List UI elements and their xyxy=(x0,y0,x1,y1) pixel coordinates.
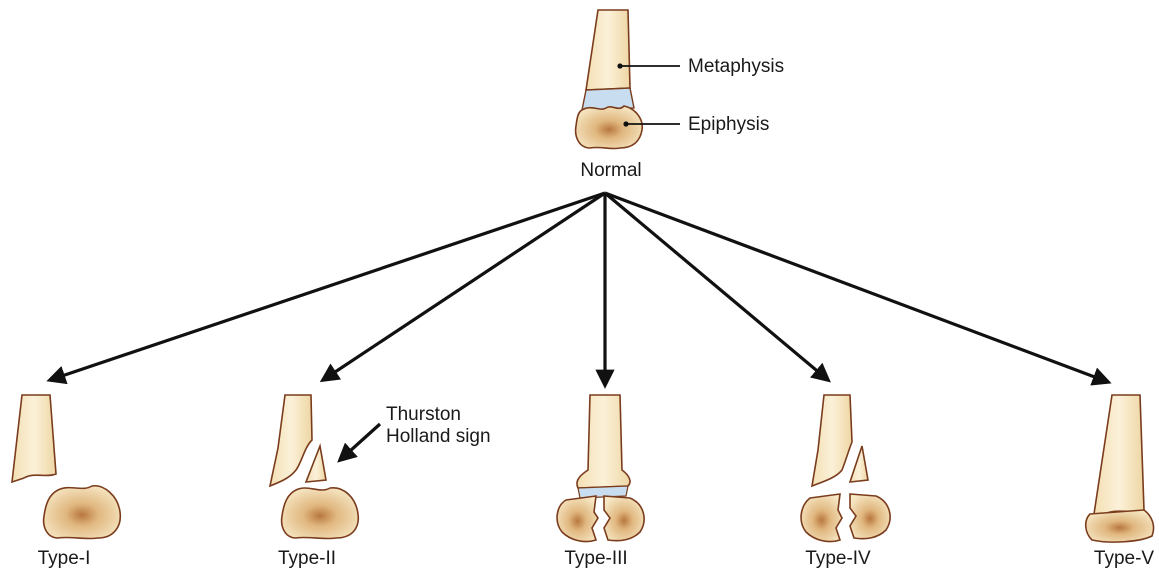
metaphysis-label: Metaphysis xyxy=(688,56,784,78)
thurston-holland-line1: Thurston xyxy=(386,404,491,426)
type-ii-label: Type-II xyxy=(278,548,336,570)
type-iv-shaft xyxy=(812,395,852,486)
type-iv-epiphysis-right xyxy=(850,494,890,539)
type-ii-shaft xyxy=(270,395,312,486)
normal-label: Normal xyxy=(580,160,641,182)
thurston-holland-fragment xyxy=(306,446,326,482)
type-iii-shaft xyxy=(577,395,630,488)
bone-type-v xyxy=(1086,395,1154,542)
type-iii-epiphysis-right xyxy=(604,496,644,541)
type-iv-metaphysis-fragment xyxy=(850,446,868,482)
type-i-epiphysis xyxy=(44,486,121,539)
type-iii-epiphysis-left xyxy=(557,496,598,542)
thurston-holland-label: Thurston Holland sign xyxy=(386,404,491,448)
normal-epiphysis xyxy=(576,106,643,149)
type-iv-label: Type-IV xyxy=(805,548,870,570)
type-i-shaft xyxy=(12,395,56,482)
bone-type-iii xyxy=(557,395,644,542)
bone-type-i xyxy=(12,395,120,539)
type-iv-epiphysis-left xyxy=(801,494,842,542)
normal-shaft xyxy=(586,10,630,90)
thurston-holland-arrow xyxy=(340,424,380,460)
type-v-shaft xyxy=(1094,395,1144,514)
type-v-crushed-physis xyxy=(1086,510,1154,542)
type-v-label: Type-V xyxy=(1094,548,1154,570)
epiphysis-label: Epiphysis xyxy=(688,114,769,136)
arrow-type-i xyxy=(50,193,605,380)
growth-plate-type-iii xyxy=(578,486,628,498)
thurston-holland-line2: Holland sign xyxy=(386,426,491,448)
arrow-type-iv xyxy=(605,193,828,380)
arrow-type-ii xyxy=(323,193,605,380)
arrows xyxy=(50,193,1108,385)
type-iii-label: Type-III xyxy=(564,548,627,570)
bone-type-ii xyxy=(270,395,380,539)
bone-type-iv xyxy=(801,395,890,542)
type-i-label: Type-I xyxy=(38,548,91,570)
normal-bone xyxy=(576,10,680,149)
type-ii-epiphysis xyxy=(282,488,359,539)
arrow-type-v xyxy=(605,193,1108,382)
